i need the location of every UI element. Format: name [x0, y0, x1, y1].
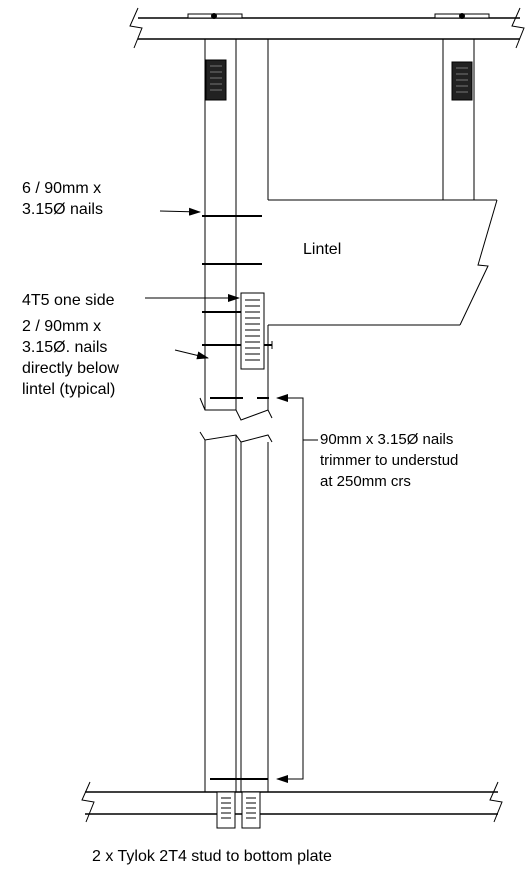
top-tylok-plate-left: [205, 59, 227, 101]
lintel: Lintel: [268, 199, 498, 326]
annotation-labels: 6 / 90mm x 3.15Ø nails 4T5 one side 2 / …: [22, 180, 458, 865]
trimmer-label-line2: trimmer to understud: [320, 452, 458, 469]
nails-2-label-line4: lintel (typical): [22, 381, 115, 398]
trimmer-label-line1: 90mm x 3.15Ø nails: [320, 431, 453, 448]
nails-lintel-connection: [202, 212, 273, 349]
nails-2-label-line2: 3.15Ø. nails: [22, 339, 107, 356]
bottom-note: 2 x Tylok 2T4 stud to bottom plate: [92, 848, 332, 865]
top-plate: [129, 7, 525, 49]
leader-arrows: [145, 207, 318, 783]
nails-2-label-line3: directly below: [22, 360, 119, 377]
bottom-plate: [81, 781, 503, 823]
nails-6-label-line1: 6 / 90mm x: [22, 180, 101, 197]
bottom-tylok-plates: [216, 791, 261, 829]
lintel-label: Lintel: [303, 241, 341, 258]
trimmer-label-line3: at 250mm crs: [320, 473, 411, 490]
nails-2-label-line1: 2 / 90mm x: [22, 318, 101, 335]
top-tylok-plate-right: [451, 61, 473, 101]
t5-plate: [240, 292, 265, 370]
upper-studs: [204, 39, 475, 410]
nails-6-label-line2: 3.15Ø nails: [22, 201, 103, 218]
upper-stud-break: [199, 397, 273, 421]
t5-one-side-label: 4T5 one side: [22, 292, 115, 309]
lower-studs: [199, 431, 273, 792]
